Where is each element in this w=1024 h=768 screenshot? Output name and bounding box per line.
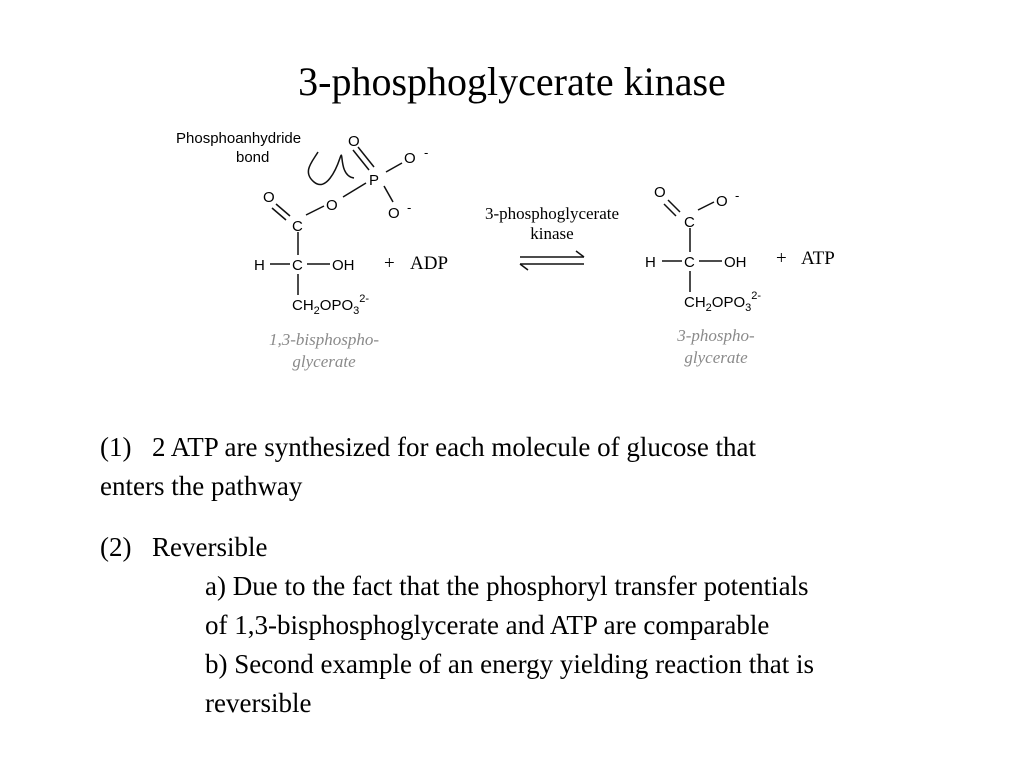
bond-line [383,185,394,203]
sub-point: b) Second example of an energy yielding … [205,649,815,679]
atom-label: H [254,257,265,274]
bond-line [357,146,375,168]
atom-label: O [263,189,275,206]
note-2: (2) Reversible a) Due to the fact that th… [100,528,1000,723]
note-text: enters the pathway [100,471,303,501]
atom-label: CH2OPO32- [292,293,369,317]
atom-label: O [716,193,728,210]
reaction-scheme: Phosphoanhydride bond O O - P O - O O C … [176,130,835,371]
reactant-name: 1,3-bisphospho- [269,330,379,349]
plus-sign: + [776,248,787,269]
note-text: 2 ATP are synthesized for each molecule … [152,432,757,462]
atom-label: - [735,188,739,203]
atom-label: - [407,200,411,215]
bond-squiggle [307,151,355,186]
equilibrium-arrows [519,250,585,271]
note-text: Reversible [152,532,268,562]
atom-label: P [369,172,379,189]
bond-line [385,162,403,173]
atom-label: C [684,254,695,271]
bond-label: bond [236,149,269,166]
bond-line [697,201,715,211]
note-number: (1) [100,432,132,462]
reactant-name: glycerate [292,352,356,371]
bond-line [271,207,287,221]
coproduct-atp: ATP [801,248,835,269]
product-name: 3-phospho- [676,326,755,345]
sub-point: of 1,3-bisphosphoglycerate and ATP are c… [205,610,770,640]
product-name: glycerate [684,348,748,367]
atom-label: OH [332,257,355,274]
atom-label: O [654,184,666,201]
atom-label: O [404,150,416,167]
atom-label: C [292,218,303,235]
plus-sign: + [384,253,395,274]
enzyme-name: 3-phosphoglycerate [485,204,619,223]
bond-line [305,205,325,216]
bond-line [342,182,367,198]
note-number: (2) [100,532,132,562]
notes: (1) 2 ATP are synthesized for each molecu… [100,428,1000,723]
atom-label: OH [724,254,747,271]
sub-point: reversible [205,688,312,718]
atom-label: O [348,133,360,150]
atom-label: H [645,254,656,271]
note-1: (1) 2 ATP are synthesized for each molecu… [100,428,1000,506]
coreactant-adp: ADP [410,253,448,274]
atom-label: O [388,205,400,222]
atom-label: CH2OPO32- [684,290,761,314]
atom-label: C [292,257,303,274]
bond-line [275,203,291,217]
sub-point: a) Due to the fact that the phosphoryl t… [205,571,809,601]
bond-line [667,199,681,213]
slide-title: 3-phosphoglycerate kinase [298,59,726,104]
bond-line [352,149,370,171]
bond-line [663,203,677,217]
enzyme-name: kinase [530,224,573,243]
atom-label: - [424,145,428,160]
bond-label: Phosphoanhydride [176,130,301,147]
atom-label: C [684,214,695,231]
atom-label: O [326,197,338,214]
